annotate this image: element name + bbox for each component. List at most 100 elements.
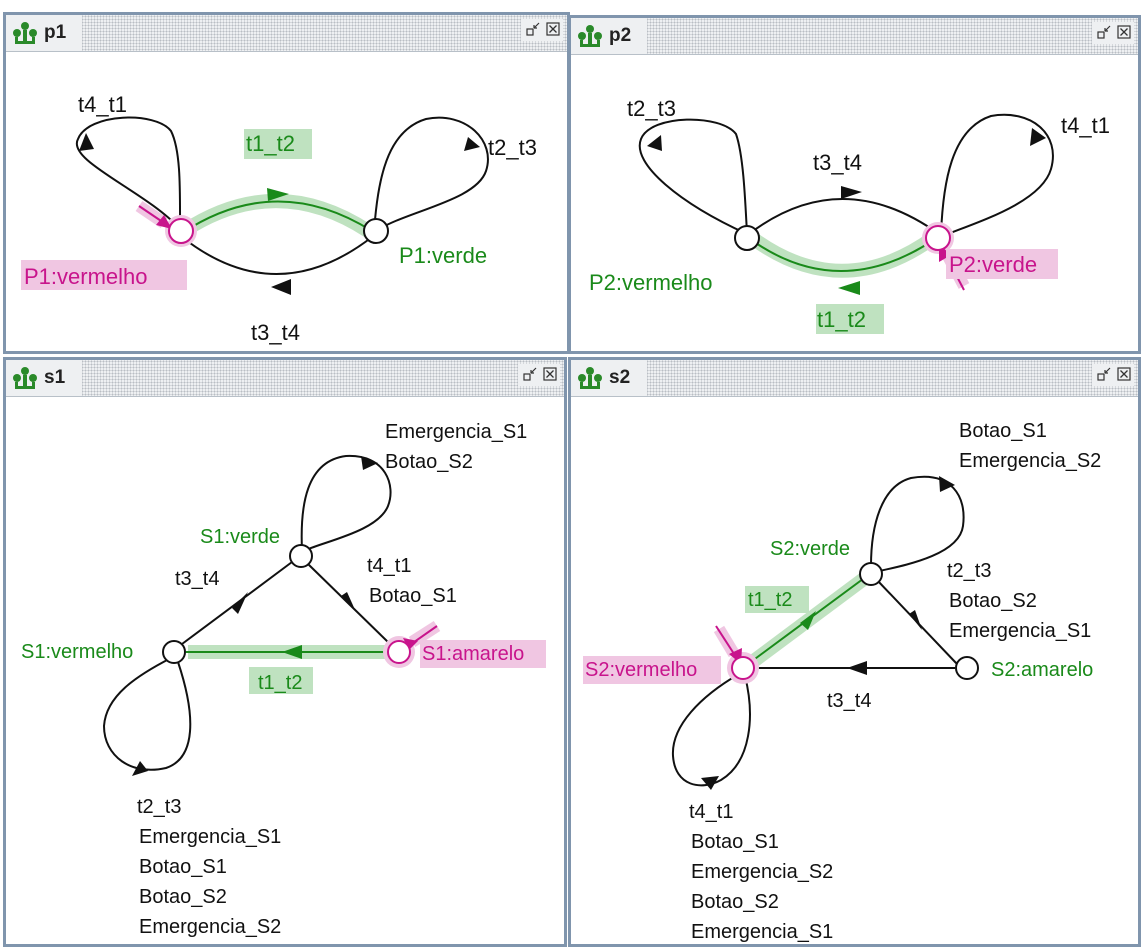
label-highlight [816,304,884,334]
panel-p1: p1 t4_t1 t2_t3 t1_t2 t3_t4 P1:vermelho P… [3,12,570,354]
minimize-icon[interactable] [525,21,541,37]
transition-label: t4_t1 [78,92,127,117]
state-label: S1:verde [200,526,280,548]
arrowhead [132,761,148,776]
self-loop-t4-t1[interactable] [75,116,182,230]
transition-arrow-t3-t4[interactable] [181,236,373,275]
transition-label: t1_t2 [748,589,792,611]
transition-label: Botao_S1 [139,856,227,878]
arrowhead [156,215,172,229]
transition-label: Botao_S2 [385,451,473,473]
close-icon[interactable] [1116,24,1132,40]
panel-titlebar[interactable]: p2 [571,18,1138,55]
arrowhead [232,592,248,614]
state-node-s1-verde[interactable] [289,544,313,568]
self-loop-t2-t3[interactable] [373,116,489,232]
diagram-canvas[interactable]: Emergencia_S1 Botao_S2 S1:verde t3_t4 t4… [6,396,564,947]
arrowhead [939,476,955,492]
label-highlight [583,656,721,684]
transition-label: Emergencia_S2 [691,861,833,883]
diagram-canvas[interactable]: t2_t3 t4_t1 t3_t4 t1_t2 P2:vermelho P2:v… [571,54,1138,351]
panel-title: s2 [609,367,631,388]
panel-p2: p2 t2_t3 t4_t1 t3_t4 t1_t2 P2:vermelho P… [568,15,1141,354]
transition-label: Emergencia_S1 [139,826,281,848]
self-loop-t4-t1[interactable] [940,113,1054,237]
transition-label: Emergencia_S2 [139,916,281,938]
diagram-canvas[interactable]: Botao_S1 Emergencia_S2 S2:verde t1_t2 t2… [571,396,1138,947]
transition-arrow-t3-t4[interactable] [748,198,940,235]
transition-label: Botao_S1 [369,585,457,607]
state-node-s1-amarelo[interactable] [387,640,411,664]
state-node-s1-vermelho[interactable] [162,640,186,664]
state-machine-icon [13,367,37,389]
state-label: S2:verde [770,538,850,560]
panel-titlebar[interactable]: s2 [571,360,1138,397]
state-node-p1-verde[interactable] [363,218,389,244]
transition-label: t2_t3 [627,96,676,121]
arrowhead [909,610,922,630]
minimize-icon[interactable] [522,366,538,382]
arrowhead [282,645,302,659]
transition-label: t3_t4 [175,568,219,590]
arrowhead [341,592,356,612]
close-icon[interactable] [542,366,558,382]
state-node-p2-vermelho[interactable] [734,225,760,251]
arrowhead [838,281,860,295]
close-icon[interactable] [1116,366,1132,382]
transition-label: Botao_S2 [139,886,227,908]
transition-label: Emergencia_S1 [691,921,833,943]
arrowhead [267,188,289,201]
transition-label: Botao_S1 [691,831,779,853]
self-loop-top[interactable] [300,454,392,551]
self-loop-top[interactable] [870,475,965,573]
transition-label: t3_t4 [813,150,862,175]
state-machine-icon [578,367,602,389]
arrowhead [271,279,291,295]
diagram-canvas[interactable]: t4_t1 t2_t3 t1_t2 t3_t4 P1:vermelho P1:v… [6,51,567,351]
transition-arrow-t1-t2[interactable] [749,236,939,272]
self-loop-bottom[interactable] [102,657,192,771]
transition-label: Emergencia_S1 [385,421,527,443]
transition-label: t2_t3 [488,135,537,160]
self-loop-bottom[interactable] [671,673,751,787]
arrowhead [1030,128,1046,146]
state-label: S1:amarelo [422,643,524,665]
state-machine-icon [13,22,37,44]
close-icon[interactable] [545,21,561,37]
state-node-p1-vermelho[interactable] [168,218,194,244]
transition-label: t1_t2 [817,307,866,332]
label-highlight [244,129,312,159]
arrowhead [647,135,662,151]
transition-arrow-t1-t2[interactable] [181,200,373,234]
transition-label: t3_t4 [251,320,300,345]
state-node-s2-amarelo[interactable] [955,656,979,680]
transition-label: t4_t1 [689,801,733,823]
state-node-s2-verde[interactable] [859,562,883,586]
panel-titlebar[interactable]: p1 [6,15,567,52]
state-label: S2:amarelo [991,659,1093,681]
arrowhead [800,611,816,630]
label-highlight [249,667,313,694]
state-label: S1:vermelho [21,641,133,663]
panel-s1: s1 Emergencia_S1 Botao_S2 S1:verde t3_t4… [3,357,567,947]
transition-label: Botao_S2 [949,590,1037,612]
state-node-p2-verde[interactable] [925,225,951,251]
arrowhead [79,133,94,151]
panel-titlebar[interactable]: s1 [6,360,564,397]
state-node-s2-vermelho[interactable] [731,656,755,680]
transition-label: t2_t3 [947,560,991,582]
minimize-icon[interactable] [1096,24,1112,40]
transition-label: t4_t1 [367,555,411,577]
label-highlight [21,260,187,290]
transition-label: Botao_S2 [691,891,779,913]
panel-title: p1 [44,22,67,43]
arrowhead [403,638,418,650]
panel-title: p2 [609,25,632,46]
arrowhead [841,186,862,199]
transition-label: t1_t2 [258,672,302,694]
transition-label: Botao_S1 [959,420,1047,442]
self-loop-t2-t3[interactable] [638,118,748,235]
minimize-icon[interactable] [1096,366,1112,382]
transition-label: t2_t3 [137,796,181,818]
state-label: P2:vermelho [589,270,713,295]
